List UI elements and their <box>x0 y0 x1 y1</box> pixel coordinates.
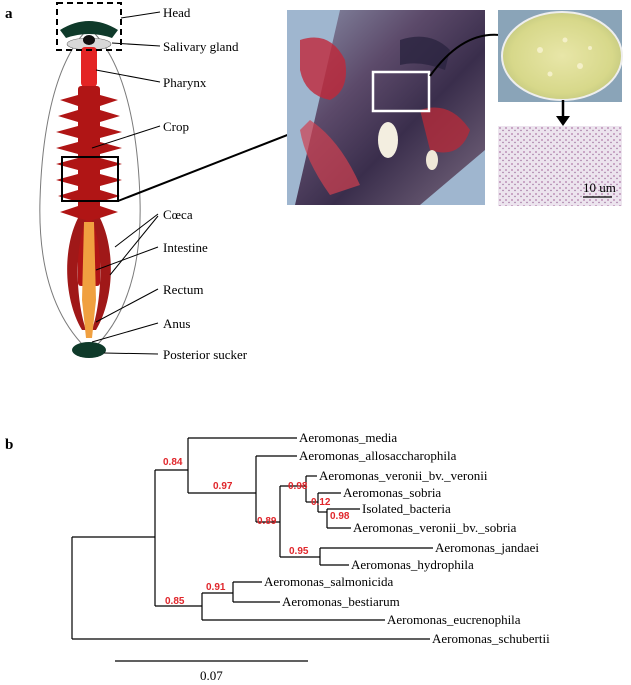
dissection-photo <box>287 10 485 205</box>
crop-highlight-box <box>61 156 119 202</box>
taxon-label: Aeromonas_schubertii <box>432 631 550 646</box>
label-intestine: Intestine <box>163 240 208 255</box>
photo-zoom-box <box>371 70 431 113</box>
label-anus: Anus <box>163 316 190 331</box>
taxon-label: Aeromonas_hydrophila <box>351 557 474 572</box>
panel-a-label: a <box>5 6 13 22</box>
head-highlight-box <box>56 2 122 51</box>
label-pharynx: Pharynx <box>163 75 207 90</box>
support-value: 0.89 <box>257 516 277 527</box>
crop <box>56 86 122 286</box>
anatomy-labels <box>91 11 161 355</box>
taxon-label: Aeromonas_veronii_bv._veronii <box>319 468 488 483</box>
label-head: Head <box>163 5 191 20</box>
label-rectum: Rectum <box>163 282 203 297</box>
support-value: 0.98 <box>330 511 350 522</box>
support-value: 0.91 <box>206 582 226 593</box>
caeca <box>67 218 111 330</box>
culture-plate-photo <box>498 10 623 102</box>
pharynx <box>81 47 97 87</box>
support-value: 0.97 <box>213 481 233 492</box>
taxon-label: Aeromonas_veronii_bv._sobria <box>353 520 517 535</box>
taxon-label: Aeromonas_bestiarum <box>282 594 400 609</box>
intestine <box>82 222 96 338</box>
taxon-label: Aeromonas_salmonicida <box>264 574 393 589</box>
label-caeca: Cœca <box>163 207 193 222</box>
taxon-label: Aeromonas_eucrenophila <box>387 612 521 627</box>
taxon-label: Isolated_bacteria <box>362 501 451 516</box>
taxon-label: Aeromonas_sobria <box>343 485 441 500</box>
label-crop: Crop <box>163 119 189 134</box>
support-value: 0.95 <box>289 546 309 557</box>
tree-scale-label: 0.07 <box>200 668 223 683</box>
head-sucker <box>60 21 118 38</box>
support-value: 0.85 <box>165 596 185 607</box>
support-value: 0.12 <box>311 497 331 508</box>
support-value: 0.84 <box>163 457 183 468</box>
micrograph-photo: 10 um <box>498 126 622 206</box>
support-value: 0.98 <box>288 481 308 492</box>
micrograph-scale-label: 10 um <box>583 180 616 195</box>
taxon-label: Aeromonas_allosaccharophila <box>299 448 457 463</box>
panel-b-label: b <box>5 437 13 453</box>
label-salivary-gland: Salivary gland <box>163 39 239 54</box>
posterior-sucker <box>72 342 106 358</box>
label-posterior-sucker: Posterior sucker <box>163 347 248 362</box>
phylogenetic-tree <box>71 437 433 640</box>
leech-illustration <box>39 21 141 358</box>
taxon-label: Aeromonas_jandaei <box>435 540 539 555</box>
taxon-label: Aeromonas_media <box>299 430 397 445</box>
